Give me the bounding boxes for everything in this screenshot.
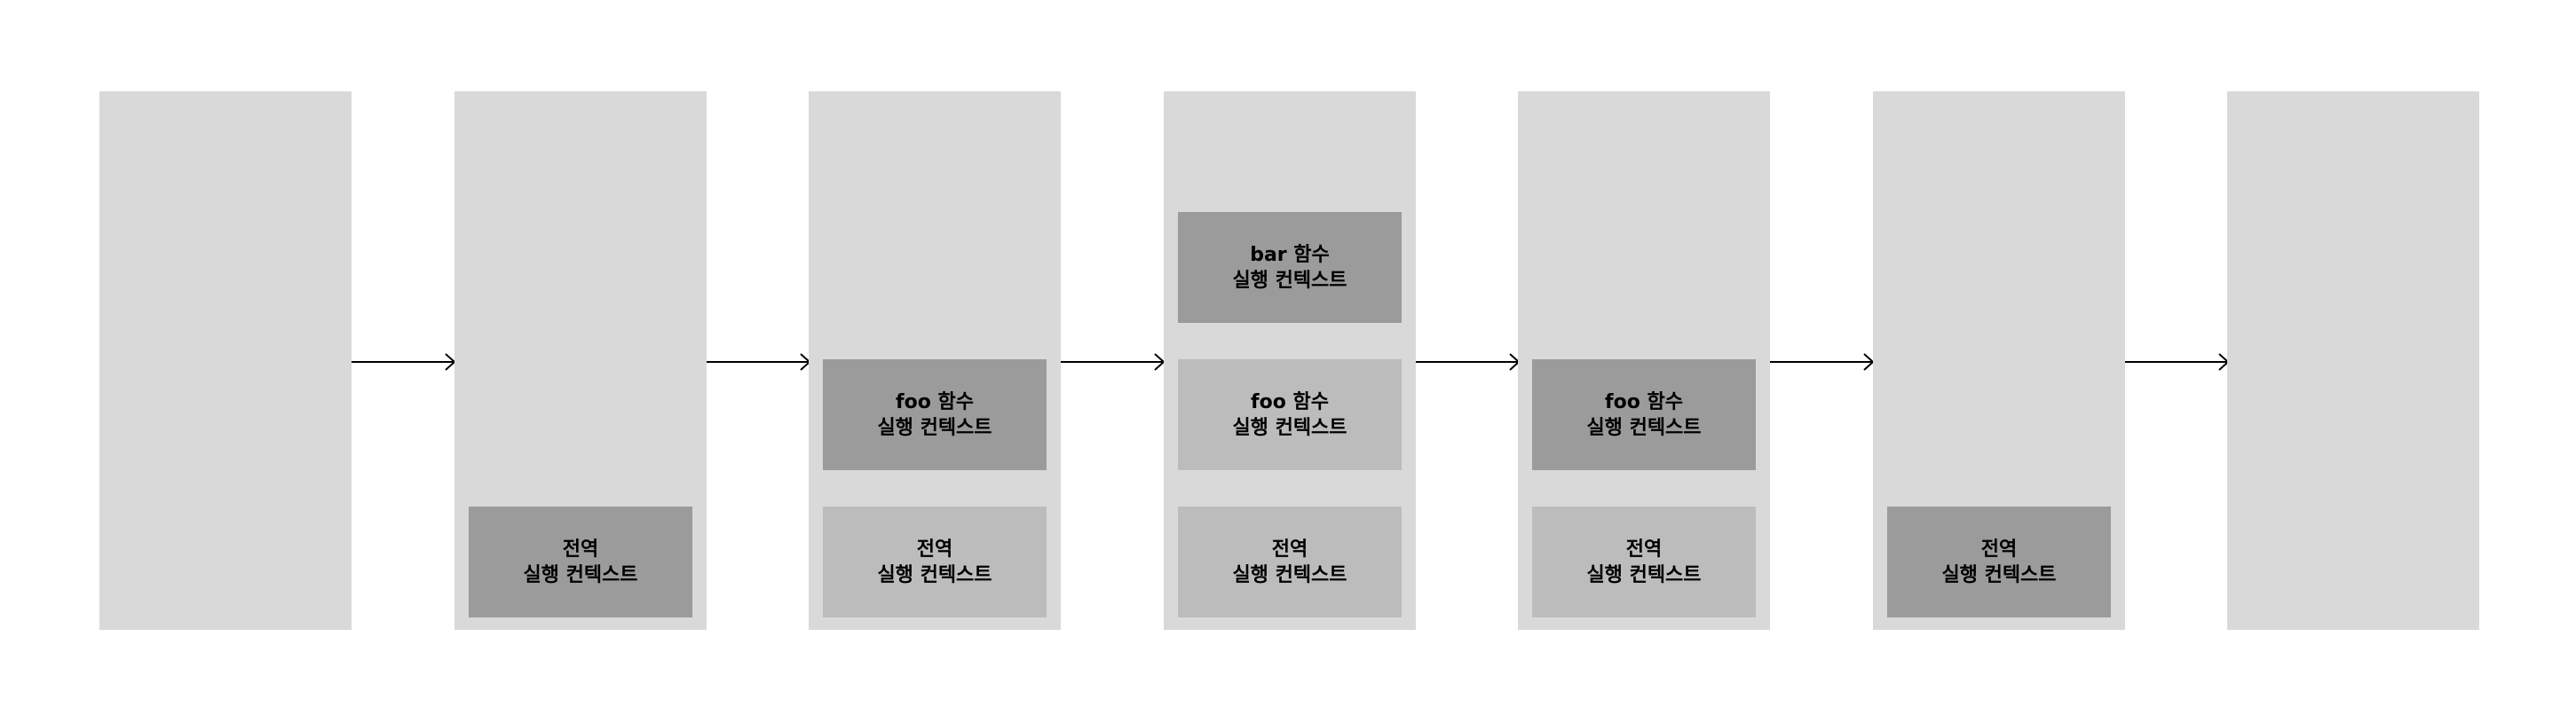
context-label: foo 함수 [1605, 390, 1683, 413]
stack-stage-7 [2227, 91, 2479, 630]
arrow-right-icon [1061, 353, 1166, 371]
context-label: 전역 [562, 538, 599, 561]
context-sublabel: 실행 컨텍스트 [1586, 416, 1702, 439]
bar-execution-context: bar 함수 실행 컨텍스트 [1178, 212, 1402, 323]
stack-stage-6: 전역 실행 컨텍스트 [1873, 91, 2125, 630]
global-execution-context: 전역 실행 컨텍스트 [823, 507, 1047, 617]
context-sublabel: 실행 컨텍스트 [877, 416, 992, 439]
global-execution-context: 전역 실행 컨텍스트 [1532, 507, 1756, 617]
global-execution-context: 전역 실행 컨텍스트 [1178, 507, 1402, 617]
arrow-right-icon [2125, 353, 2230, 371]
global-execution-context: 전역 실행 컨텍스트 [469, 507, 692, 617]
stack-stage-4: bar 함수 실행 컨텍스트 foo 함수 실행 컨텍스트 전역 실행 컨텍스트 [1164, 91, 1416, 630]
foo-execution-context: foo 함수 실행 컨텍스트 [1178, 359, 1402, 470]
arrow-right-icon [1416, 353, 1521, 371]
foo-execution-context: foo 함수 실행 컨텍스트 [823, 359, 1047, 470]
context-sublabel: 실행 컨텍스트 [1941, 563, 2057, 586]
context-label: 전역 [1625, 538, 1663, 561]
context-label: foo 함수 [896, 390, 974, 413]
context-sublabel: 실행 컨텍스트 [523, 563, 638, 586]
stack-stage-1 [99, 91, 352, 630]
context-sublabel: 실행 컨텍스트 [1232, 269, 1347, 292]
context-label: 전역 [916, 538, 953, 561]
arrow-right-icon [1770, 353, 1875, 371]
stack-stage-2: 전역 실행 컨텍스트 [454, 91, 707, 630]
context-label: 전역 [1271, 538, 1308, 561]
arrow-right-icon [352, 353, 456, 371]
foo-execution-context: foo 함수 실행 컨텍스트 [1532, 359, 1756, 470]
context-label: foo 함수 [1251, 390, 1329, 413]
context-label: bar 함수 [1250, 243, 1330, 266]
stack-stage-5: foo 함수 실행 컨텍스트 전역 실행 컨텍스트 [1518, 91, 1770, 630]
context-sublabel: 실행 컨텍스트 [1232, 563, 1347, 586]
global-execution-context: 전역 실행 컨텍스트 [1887, 507, 2111, 617]
context-label: 전역 [1980, 538, 2018, 561]
context-sublabel: 실행 컨텍스트 [1586, 563, 1702, 586]
context-sublabel: 실행 컨텍스트 [877, 563, 992, 586]
arrow-right-icon [707, 353, 811, 371]
context-sublabel: 실행 컨텍스트 [1232, 416, 1347, 439]
stack-stage-3: foo 함수 실행 컨텍스트 전역 실행 컨텍스트 [809, 91, 1061, 630]
